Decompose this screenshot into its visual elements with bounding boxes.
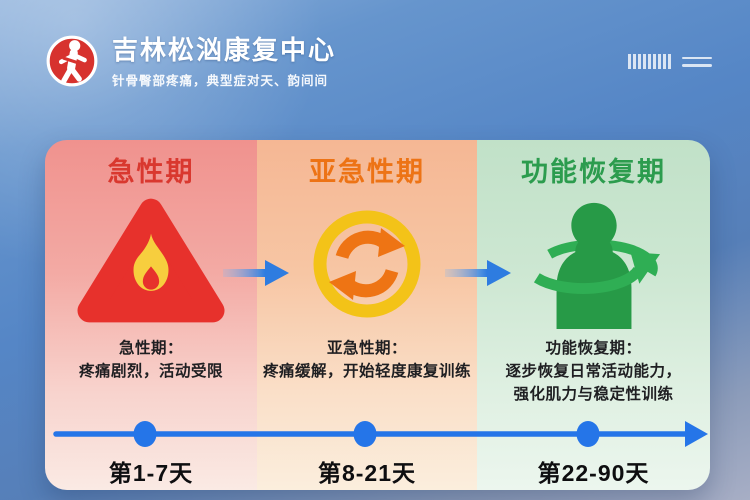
refresh-cycle-icon [307, 191, 427, 337]
phase-desc-heading: 急性期： [118, 340, 183, 357]
phase-desc-heading: 功能恢复期： [545, 340, 642, 357]
phase-title-recovery: 功能恢复期 [521, 157, 666, 187]
right-arrow-icon [223, 260, 289, 286]
person-rotation-arrow-icon [519, 191, 669, 337]
phase-desc-line: 疼痛剧烈，活动受限 [78, 363, 223, 380]
center-title: 吉林松汹康复中心 [112, 35, 337, 65]
phase-title-acute: 急性期 [107, 157, 195, 187]
right-arrow-icon [445, 260, 511, 286]
phase-desc-recovery: 功能恢复期： 逐步恢复日常活动能力， 强化肌力与稳定性训练 [505, 337, 681, 406]
phase-desc-acute: 急性期： 疼痛剧烈，活动受限 [79, 337, 223, 383]
timeline-labels: 第1-7天 第8-21天 第22-90天 [45, 454, 710, 488]
phases-panel: 急性期 急性期： 疼痛剧烈，活动受限 亚急性期 [45, 140, 710, 490]
decor-bars-and-lines [628, 54, 712, 69]
flame-warning-triangle-icon [75, 191, 227, 337]
phase-desc-heading: 亚急性期： [326, 340, 407, 357]
timeline-label-acute: 第1-7天 [108, 460, 194, 486]
phase-desc-subacute: 亚急性期： 疼痛缓解，开始轻度康复训练 [263, 337, 471, 383]
phase-title-subacute: 亚急性期 [309, 157, 425, 187]
phase-desc-line: 逐步恢复日常活动能力， [505, 363, 682, 380]
header: 吉林松汹康复中心 针骨臀部疼痛，典型症对天、韵间间 [45, 34, 336, 89]
phase-desc-line: 强化肌力与稳定性训练 [513, 386, 674, 403]
rehab-person-icon [45, 34, 99, 88]
center-subtitle: 针骨臀部疼痛，典型症对天、韵间间 [112, 74, 329, 88]
timeline: 第1-7天 第8-21天 第22-90天 [45, 416, 710, 488]
decor-vertical-bars-icon [628, 54, 673, 69]
timeline-label-recovery: 第22-90天 [537, 460, 650, 486]
timeline-label-subacute: 第8-21天 [317, 460, 417, 486]
decor-horizontal-lines-icon [682, 56, 712, 67]
header-text: 吉林松汹康复中心 针骨臀部疼痛，典型症对天、韵间间 [112, 34, 336, 89]
phase-desc-line: 疼痛缓解，开始轻度康复训练 [262, 363, 471, 380]
timeline-arrow-icon [53, 421, 708, 447]
